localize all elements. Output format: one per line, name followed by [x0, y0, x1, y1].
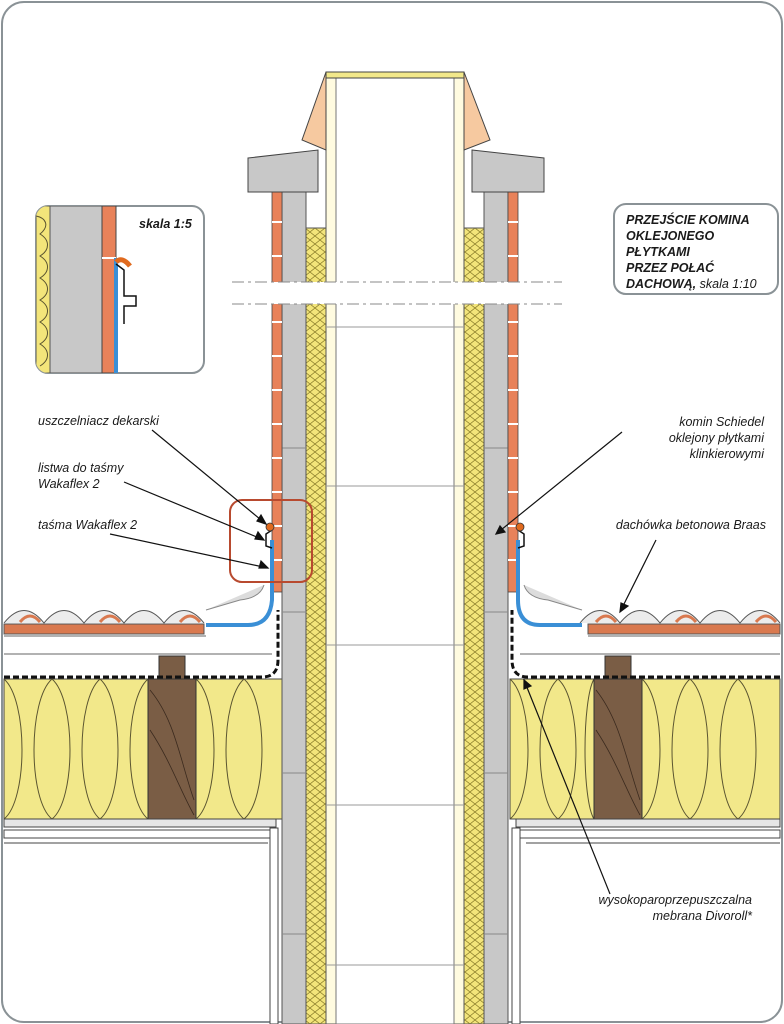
title-line-4: PRZEZ POŁAĆ [626, 260, 715, 275]
label-membrane-line2: mebrana Divoroll* [653, 909, 753, 923]
label-batten-line1: listwa do taśmy [38, 461, 124, 475]
title-line-2: OKLEJONEGO [626, 229, 714, 243]
chimney-masonry-right [483, 191, 509, 1024]
clinker-cladding-right [507, 191, 519, 593]
title-line-1: PRZEJŚCIE KOMINA [626, 212, 750, 227]
label-chimney-line1: komin Schiedel [679, 415, 765, 429]
counter-batten-right [604, 655, 632, 680]
chimney-cap-right [471, 149, 545, 193]
chimney [205, 71, 583, 1024]
insulation-left [3, 678, 285, 820]
break-line-gap [232, 282, 562, 304]
roofing-sealant-left [265, 522, 275, 532]
wakaflex-tape-left [206, 540, 274, 627]
membrane-left [4, 610, 280, 679]
label-chimney-line3: klinkierowymi [690, 447, 766, 461]
detail-highlight-box [229, 499, 313, 583]
roof-right [509, 610, 781, 1024]
title-line-3: PŁYTKAMI [626, 245, 690, 259]
counter-batten-left [158, 655, 186, 680]
label-membrane-line1: wysokoparoprzepuszczalna [598, 893, 752, 907]
leader-lines [109, 429, 657, 895]
rafter-right [593, 678, 643, 820]
chimney-masonry-left [281, 191, 307, 1024]
title-line-5-rest: skala 1:10 [696, 277, 757, 291]
wakaflex-tape-right [516, 540, 582, 627]
title-line-5: DACHOWĄ, skala 1:10 [626, 277, 757, 291]
label-tile: dachówka betonowa Braas [616, 518, 766, 532]
clinker-cladding-left [271, 191, 283, 593]
label-sealant: uszczelniacz dekarski [38, 414, 160, 428]
roofing-sealant-right [515, 522, 525, 532]
flue-cowl-left [301, 71, 327, 151]
label-chimney-line2: oklejony płytkami [669, 431, 765, 445]
title-line-5-bold: DACHOWĄ, [626, 277, 696, 291]
label-tape: taśma Wakaflex 2 [38, 518, 137, 532]
rafter-left [147, 678, 197, 820]
membrane-right [510, 610, 780, 679]
label-batten-line2: Wakaflex 2 [38, 477, 100, 491]
inset-scale-label: skala 1:5 [139, 217, 193, 231]
title-box [613, 203, 779, 295]
flashing-batten-left [265, 529, 273, 549]
flue-cowl-right [463, 71, 491, 151]
detail-inset [35, 205, 205, 374]
insulation-right [509, 678, 781, 820]
roof-left [3, 610, 285, 1024]
chimney-cap-left [247, 149, 319, 193]
chimney-insulation-left [305, 227, 327, 1024]
chimney-insulation-right [463, 227, 485, 1024]
